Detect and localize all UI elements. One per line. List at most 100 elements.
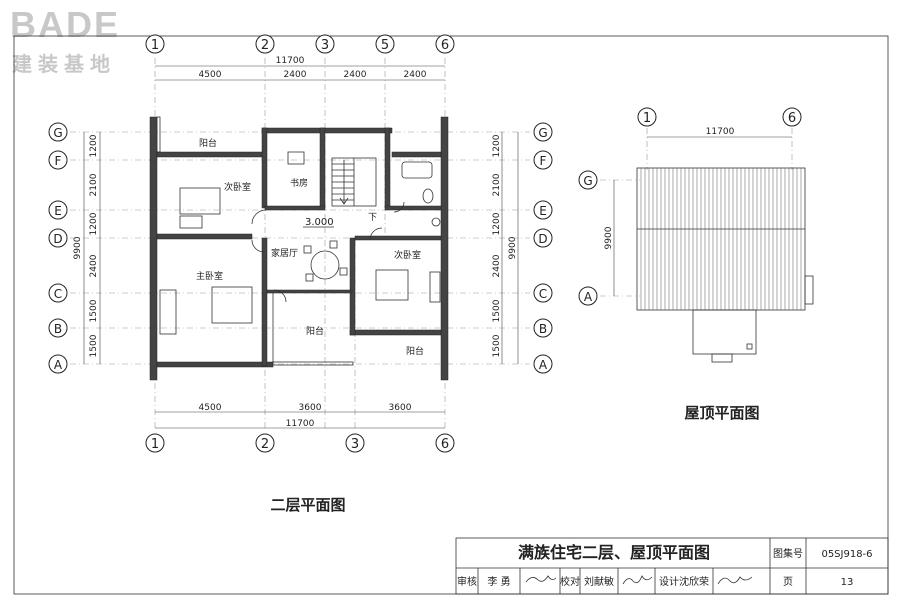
stair-down-label: 下 bbox=[368, 213, 377, 223]
dim-top-1: 4500 bbox=[199, 70, 222, 80]
svg-text:A: A bbox=[54, 358, 63, 372]
wall-axis5 bbox=[384, 127, 391, 209]
axis-bubble-left-e: E bbox=[48, 200, 68, 220]
axis-bubble-bottom-6: 6 bbox=[435, 433, 455, 453]
svg-text:1: 1 bbox=[151, 437, 159, 452]
room-label-bedroom-2: 次卧室 bbox=[224, 181, 251, 193]
roof-entry-step bbox=[711, 353, 733, 363]
roof-dim-y: 9900 bbox=[604, 226, 614, 249]
dim-right-2: 2100 bbox=[492, 173, 502, 196]
dim-bottom-total: 11700 bbox=[286, 419, 315, 429]
svg-text:3: 3 bbox=[321, 38, 329, 53]
wall-west bbox=[149, 116, 158, 381]
roof-chimney bbox=[804, 275, 814, 305]
door-swing bbox=[251, 239, 265, 253]
wall-balcony-north bbox=[266, 289, 353, 294]
svg-text:3: 3 bbox=[351, 437, 359, 452]
svg-text:A: A bbox=[584, 290, 593, 304]
svg-text:D: D bbox=[53, 232, 62, 246]
second-floor-plan-title: 二层平面图 bbox=[270, 496, 345, 514]
svg-text:5: 5 bbox=[381, 38, 389, 53]
room-label-balcony-bottom: 阳台 bbox=[306, 325, 324, 337]
axis-bubble-bottom-3: 3 bbox=[345, 433, 365, 453]
dim-left-5: 1500 bbox=[89, 299, 99, 322]
svg-text:E: E bbox=[539, 204, 547, 218]
dim-left-2: 2100 bbox=[89, 173, 99, 196]
axis-bubble-bottom-2: 2 bbox=[255, 433, 275, 453]
axis-bubble-left-g: G bbox=[48, 122, 68, 142]
door-swing bbox=[369, 227, 383, 241]
balcony-rail-top bbox=[156, 116, 161, 153]
axis-bubble-right-g: G bbox=[533, 122, 553, 142]
room-label-family-room: 家居厅 bbox=[271, 247, 298, 259]
dim-top-2: 2400 bbox=[284, 70, 307, 80]
bed-bedroom-2 bbox=[179, 187, 221, 215]
wall-east bbox=[440, 116, 449, 381]
bed-master bbox=[211, 286, 253, 324]
roof-tiles bbox=[640, 168, 802, 310]
roof-vent bbox=[746, 343, 753, 350]
desk-bedroom-2 bbox=[179, 215, 203, 229]
page-number: 13 bbox=[841, 577, 854, 588]
roof-plan: 11700 9900 1 6 G A 屋顶平面图 bbox=[578, 107, 814, 422]
axis-bubble-top-5: 5 bbox=[375, 34, 395, 54]
room-label-balcony-top: 阳台 bbox=[199, 137, 217, 149]
wall-master-east bbox=[261, 237, 268, 367]
wardrobe-master bbox=[159, 289, 177, 335]
roof-axis-bubble-a: A bbox=[578, 286, 598, 306]
dim-left-4: 2400 bbox=[89, 254, 99, 277]
axis-bubble-right-d: D bbox=[533, 228, 553, 248]
room-label-master-bedroom: 主卧室 bbox=[196, 270, 223, 282]
svg-text:F: F bbox=[540, 154, 547, 168]
chair bbox=[305, 273, 314, 282]
check-label: 校对 bbox=[560, 575, 580, 588]
axis-bubble-right-a: A bbox=[533, 354, 553, 374]
logo-subtitle: 建装基地 bbox=[12, 52, 116, 76]
wall-south-bed3 bbox=[349, 329, 442, 336]
room-label-study: 书房 bbox=[290, 177, 308, 189]
review-name: 李 勇 bbox=[487, 575, 510, 588]
drawing-title: 满族住宅二层、屋顶平面图 bbox=[518, 543, 710, 562]
svg-text:1: 1 bbox=[151, 38, 159, 53]
svg-text:D: D bbox=[538, 232, 547, 246]
bed-bedroom-3 bbox=[375, 269, 409, 301]
door-swing bbox=[273, 289, 287, 303]
wall-d-line bbox=[156, 233, 253, 240]
staircase bbox=[331, 157, 377, 207]
wall-bath-south bbox=[384, 205, 442, 211]
dim-right-5: 1500 bbox=[492, 299, 502, 322]
door-swing bbox=[251, 209, 267, 225]
roof-axis-bubble-6: 6 bbox=[782, 107, 802, 127]
svg-text:2: 2 bbox=[261, 437, 269, 452]
dim-bottom-1: 4500 bbox=[199, 403, 222, 413]
floor-drain bbox=[431, 217, 441, 227]
bade-logo: BADE 建装基地 bbox=[8, 4, 158, 76]
check-signature bbox=[622, 575, 653, 585]
wall-bed3-west bbox=[349, 237, 356, 336]
wall-axis2 bbox=[261, 127, 268, 209]
atlas-number: 05SJ918-6 bbox=[821, 549, 872, 560]
dim-left-total: 9900 bbox=[73, 236, 83, 259]
svg-text:G: G bbox=[583, 174, 592, 188]
axis-bubble-right-e: E bbox=[533, 200, 553, 220]
wall-bed3-north bbox=[354, 235, 442, 241]
room-label-bedroom-3: 次卧室 bbox=[394, 249, 421, 261]
review-signature bbox=[525, 575, 557, 583]
svg-text:6: 6 bbox=[441, 38, 449, 53]
roof-lower-block bbox=[692, 309, 757, 355]
chair bbox=[329, 240, 338, 249]
axis-bubble-bottom-1: 1 bbox=[145, 433, 165, 453]
axis-bubble-left-a: A bbox=[48, 354, 68, 374]
dim-right-6: 1500 bbox=[492, 334, 502, 357]
axis-bubble-left-b: B bbox=[48, 318, 68, 338]
wall-north-bath bbox=[391, 151, 442, 158]
axis-bubble-right-b: B bbox=[533, 318, 553, 338]
svg-text:6: 6 bbox=[788, 111, 796, 126]
dim-right-4: 2400 bbox=[492, 254, 502, 277]
axis-bubble-top-6: 6 bbox=[435, 34, 455, 54]
roof-dim-x: 11700 bbox=[706, 127, 735, 137]
wall-north-mid bbox=[261, 127, 393, 134]
elevation-mark: 3.000 bbox=[305, 217, 334, 228]
svg-text:E: E bbox=[54, 204, 62, 218]
